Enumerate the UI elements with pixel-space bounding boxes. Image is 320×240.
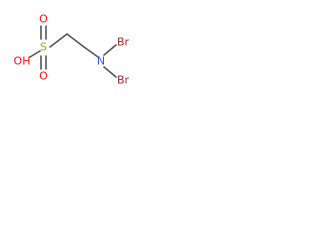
atom-bromine-bottom: Br xyxy=(117,74,130,87)
bond-n-br-bottom xyxy=(103,66,117,78)
bond-c2-n xyxy=(83,46,99,58)
atom-oxygen-bottom: O xyxy=(39,70,48,83)
bond-n-br-top xyxy=(103,44,117,56)
atom-hydroxyl: OH xyxy=(14,55,31,68)
bond-s-c1 xyxy=(49,33,68,48)
atom-oxygen-top: O xyxy=(39,13,48,26)
bond-s-oh xyxy=(29,50,41,58)
atom-nitrogen: N xyxy=(97,55,105,68)
molecule-structure: S O O OH N Br Br xyxy=(14,13,130,87)
atom-bromine-top: Br xyxy=(117,36,130,49)
bond-c1-c2 xyxy=(66,33,85,48)
atom-sulfur: S xyxy=(40,41,47,54)
